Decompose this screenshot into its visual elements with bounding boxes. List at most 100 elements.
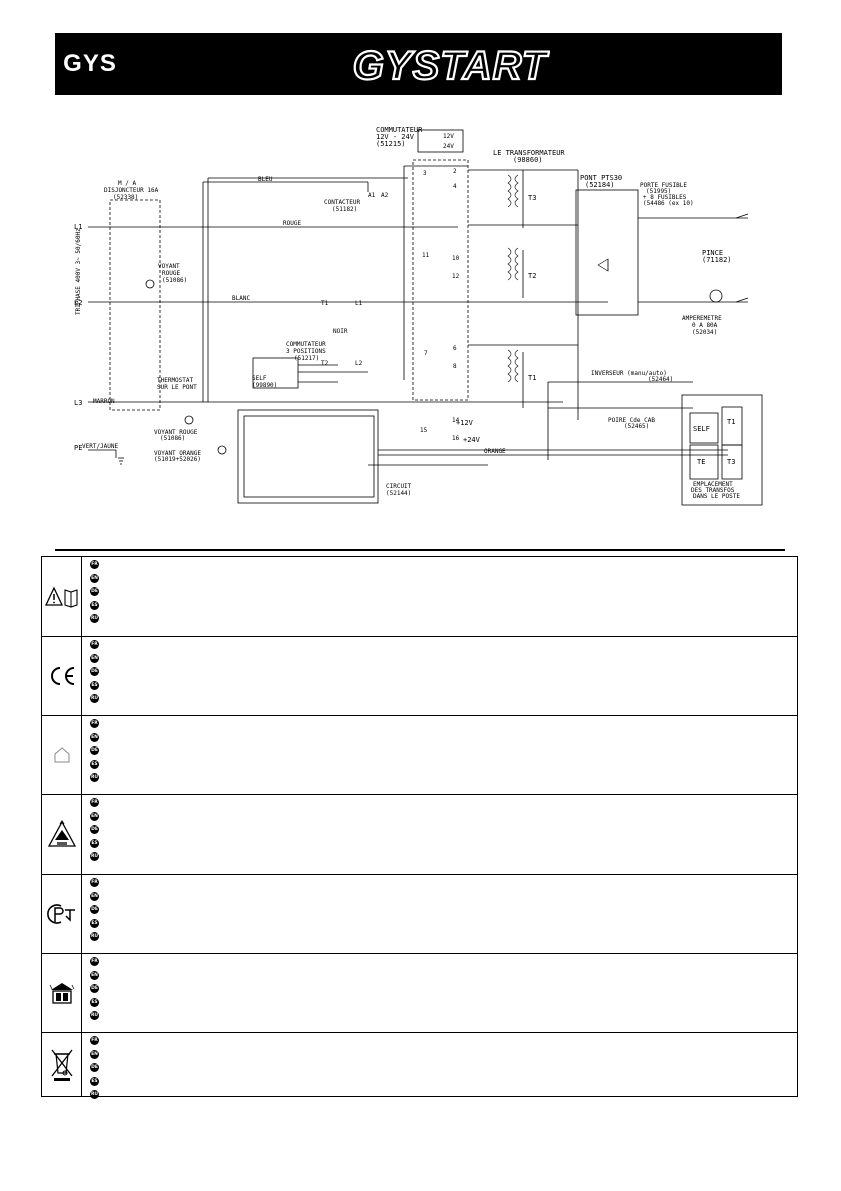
svg-text:BLANC: BLANC bbox=[232, 295, 250, 302]
section-divider bbox=[55, 549, 785, 551]
svg-text:T1: T1 bbox=[528, 374, 536, 382]
lang-badge-fr: FR bbox=[90, 798, 99, 807]
legend-row: FR EN DE ES RU bbox=[42, 1033, 797, 1099]
svg-text:TRIPHASE 400V 3~ 50/60Hz: TRIPHASE 400V 3~ 50/60Hz bbox=[75, 228, 82, 315]
svg-text:LE TRANSFORMATEUR: LE TRANSFORMATEUR bbox=[493, 149, 565, 157]
svg-text:12V - 24V: 12V - 24V bbox=[376, 133, 415, 141]
svg-text:NOIR: NOIR bbox=[333, 328, 348, 335]
lang-badge-de: DE bbox=[90, 825, 99, 834]
rain-protection-icon bbox=[49, 983, 74, 1004]
svg-text:DANS LE POSTE: DANS LE POSTE bbox=[693, 493, 740, 500]
lang-badge-en: EN bbox=[90, 891, 99, 901]
svg-text:3 POSITIONS: 3 POSITIONS bbox=[286, 348, 326, 355]
svg-text:ORANGE: ORANGE bbox=[484, 448, 506, 455]
svg-text:(52144): (52144) bbox=[386, 490, 411, 497]
svg-text:SELF: SELF bbox=[693, 425, 710, 433]
lang-badge-es: ES bbox=[90, 1076, 99, 1086]
svg-text:12: 12 bbox=[452, 273, 460, 280]
svg-text:EMPLACEMENT: EMPLACEMENT bbox=[693, 481, 733, 488]
svg-text:12V: 12V bbox=[443, 133, 454, 140]
symbol-legend-table: FR EN DE ES RU FR EN DE ES RU bbox=[41, 556, 798, 1099]
svg-text:T2: T2 bbox=[528, 272, 536, 280]
lang-badge-fr: FR bbox=[90, 1036, 99, 1045]
svg-text:PORTE FUSIBLE: PORTE FUSIBLE bbox=[640, 182, 687, 189]
legend-row: FR EN DE ES RU bbox=[42, 795, 797, 875]
lang-badge-en: EN bbox=[90, 1049, 99, 1059]
svg-text:(71182): (71182) bbox=[702, 256, 732, 264]
svg-text:(52465): (52465) bbox=[624, 423, 649, 430]
svg-text:L1: L1 bbox=[355, 300, 363, 307]
svg-text:11: 11 bbox=[422, 252, 430, 259]
svg-text:SELF: SELF bbox=[252, 375, 267, 382]
svg-text:A2: A2 bbox=[381, 192, 389, 199]
svg-text:POIRE Cde CAB: POIRE Cde CAB bbox=[608, 417, 655, 424]
svg-text:(51019+52026): (51019+52026) bbox=[154, 456, 201, 463]
lang-badge-ru: RU bbox=[90, 614, 99, 623]
svg-text:L3: L3 bbox=[74, 399, 82, 407]
svg-text:24V: 24V bbox=[443, 143, 454, 150]
svg-text:4: 4 bbox=[453, 183, 457, 190]
lang-badge-ru: RU bbox=[90, 773, 99, 782]
svg-text:10: 10 bbox=[452, 255, 460, 262]
svg-text:(52338): (52338) bbox=[113, 194, 138, 201]
gys-logo: GYS bbox=[63, 50, 117, 77]
svg-text:L1: L1 bbox=[74, 223, 82, 231]
svg-text:M / A: M / A bbox=[118, 180, 136, 187]
lang-badge-de: DE bbox=[90, 587, 99, 596]
svg-text:PONT PTS30: PONT PTS30 bbox=[580, 174, 622, 182]
lang-badge-es: ES bbox=[90, 600, 99, 610]
svg-text:14: 14 bbox=[452, 417, 460, 424]
svg-text:3: 3 bbox=[423, 170, 427, 177]
svg-text:+24V: +24V bbox=[463, 436, 481, 444]
lang-badge-en: EN bbox=[90, 573, 99, 583]
svg-text:INVERSEUR (manu/auto): INVERSEUR (manu/auto) bbox=[591, 370, 667, 377]
svg-text:SUR LE PONT: SUR LE PONT bbox=[157, 384, 197, 391]
weee-bin-icon bbox=[50, 1049, 73, 1081]
lang-badge-de: DE bbox=[90, 984, 99, 993]
lang-badge-ru: RU bbox=[90, 1090, 99, 1099]
svg-text:L2: L2 bbox=[355, 360, 363, 367]
svg-text:+12V: +12V bbox=[456, 419, 474, 427]
svg-text:T3: T3 bbox=[727, 458, 735, 466]
svg-text:DISJONCTEUR 16A: DISJONCTEUR 16A bbox=[104, 187, 159, 194]
svg-text:6: 6 bbox=[453, 345, 457, 352]
lang-badge-ru: RU bbox=[90, 852, 99, 861]
svg-text:7: 7 bbox=[424, 350, 428, 357]
lang-badge-fr: FR bbox=[90, 719, 99, 728]
svg-text:A1: A1 bbox=[368, 192, 376, 199]
lang-badge-en: EN bbox=[90, 970, 99, 980]
lang-badge-ru: RU bbox=[90, 932, 99, 941]
lang-badge-en: EN bbox=[90, 653, 99, 663]
svg-text:COMMUTATEUR: COMMUTATEUR bbox=[376, 126, 423, 134]
svg-text:PE: PE bbox=[74, 444, 82, 452]
lang-badge-de: DE bbox=[90, 1063, 99, 1072]
lang-badge-es: ES bbox=[90, 680, 99, 690]
svg-text:BLEU: BLEU bbox=[258, 176, 273, 183]
svg-text:(51086): (51086) bbox=[162, 277, 187, 284]
svg-text:15: 15 bbox=[420, 427, 428, 434]
svg-text:VOYANT ROUGE: VOYANT ROUGE bbox=[154, 429, 198, 436]
wiring-diagram: COMMUTATEUR 12V - 24V (51215) 12V 24V LE… bbox=[74, 126, 763, 506]
svg-text:PINCE: PINCE bbox=[702, 249, 723, 257]
svg-text:8: 8 bbox=[453, 363, 457, 370]
legend-row: FR EN DE ES RU bbox=[42, 954, 797, 1033]
svg-text:THERMOSTAT: THERMOSTAT bbox=[157, 377, 194, 384]
svg-text:(99890): (99890) bbox=[252, 382, 277, 389]
lang-badge-fr: FR bbox=[90, 957, 99, 966]
svg-text:T1: T1 bbox=[321, 300, 329, 307]
warning-manual-icon bbox=[44, 585, 78, 608]
svg-text:TE: TE bbox=[697, 458, 705, 466]
header-bar: GYS GYSTART bbox=[55, 33, 782, 95]
lang-badge-ru: RU bbox=[90, 1011, 99, 1020]
svg-text:(52464): (52464) bbox=[648, 376, 673, 383]
lang-badge-ru: RU bbox=[90, 694, 99, 703]
lang-badge-es: ES bbox=[90, 918, 99, 928]
lang-badge-de: DE bbox=[90, 746, 99, 755]
lang-badge-fr: FR bbox=[90, 640, 99, 649]
svg-text:VOYANT ORANGE: VOYANT ORANGE bbox=[154, 450, 201, 457]
svg-text:(51182): (51182) bbox=[332, 206, 357, 213]
svg-text:T2: T2 bbox=[321, 360, 329, 367]
svg-text:CIRCUIT: CIRCUIT bbox=[386, 483, 412, 490]
svg-text:CONTACTEUR: CONTACTEUR bbox=[324, 199, 361, 206]
legend-row: FR EN DE ES RU bbox=[42, 716, 797, 795]
